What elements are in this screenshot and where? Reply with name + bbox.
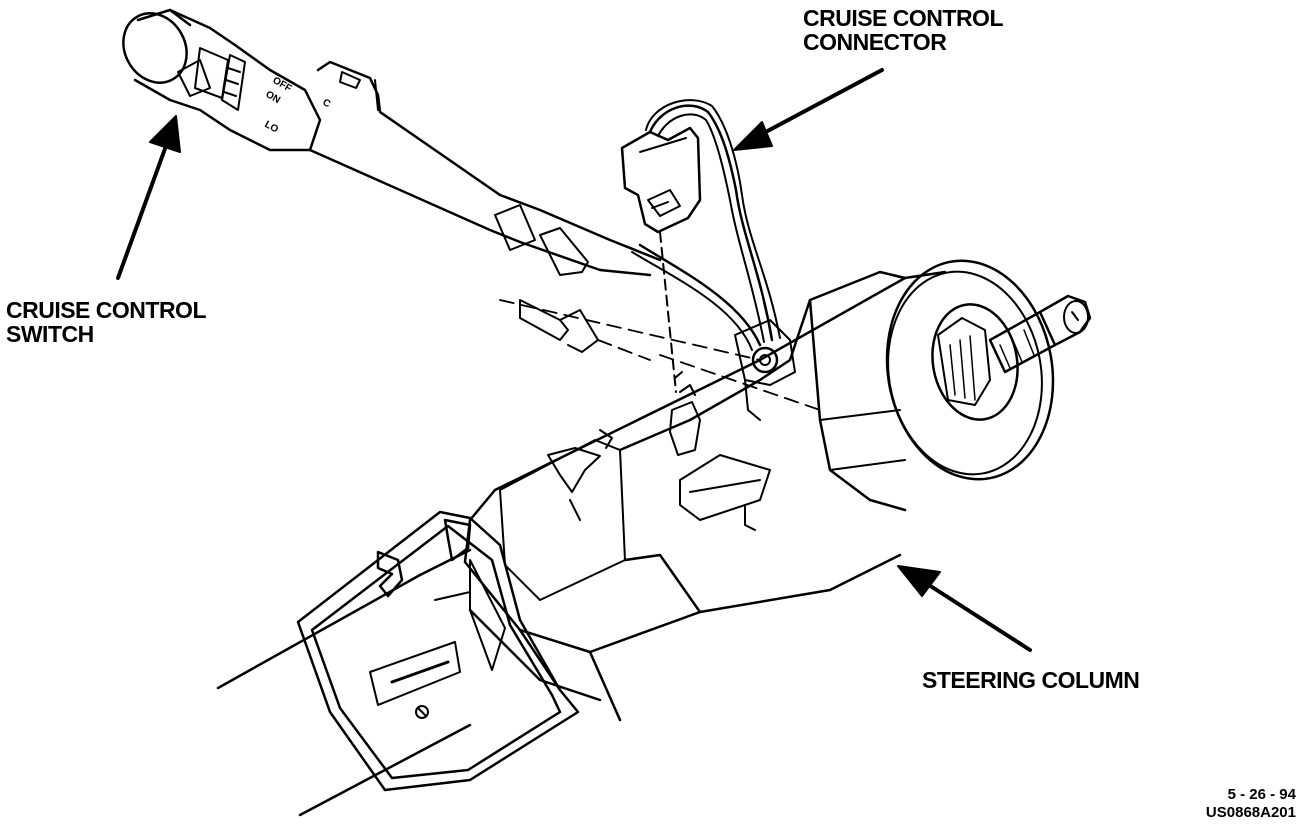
column-housing xyxy=(463,270,947,722)
leader-arrows xyxy=(116,68,1032,652)
switch-marking-lo: LO xyxy=(263,119,281,136)
assembly-guide-lines xyxy=(499,299,821,411)
cruise-control-switch-lever: OFF ON C LO xyxy=(122,8,662,277)
switch-marking-c: C xyxy=(321,97,333,110)
connector-arrowhead xyxy=(733,121,773,151)
switch-label-line1: CRUISE CONTROL xyxy=(6,297,207,323)
figure-code: US0868A201 xyxy=(1205,804,1296,821)
column-leader-line xyxy=(916,576,1032,652)
figure-reference: 5 - 26 - 94 US0868A201 xyxy=(1206,786,1296,822)
lower-mounting-bracket xyxy=(296,510,580,792)
switch-leader-line xyxy=(116,133,172,280)
connector-label-line1: CRUISE CONTROL xyxy=(803,5,1004,31)
steering-column-label: STEERING COLUMN xyxy=(922,667,1140,693)
switch-label: CRUISE CONTROL SWITCH xyxy=(6,297,207,347)
figure-date: 5 - 26 - 94 xyxy=(1227,786,1296,803)
switch-marking-on: ON xyxy=(264,89,282,106)
switch-label-line2: SWITCH xyxy=(6,321,94,347)
connector-label: CRUISE CONTROL CONNECTOR xyxy=(803,5,1004,55)
column-arrowhead xyxy=(897,565,941,597)
connector-label-line2: CONNECTOR xyxy=(803,29,947,55)
cruise-control-connector xyxy=(620,99,781,393)
switch-arrowhead xyxy=(149,115,181,153)
connector-leader-line xyxy=(743,68,884,145)
column-hub xyxy=(885,259,1092,481)
